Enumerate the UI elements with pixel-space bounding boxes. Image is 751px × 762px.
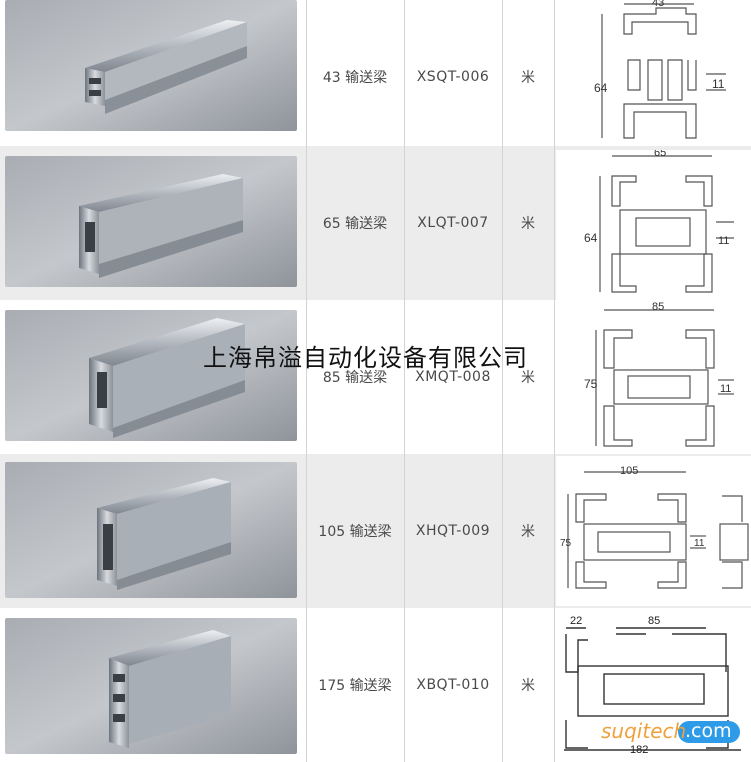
table-row: 175 输送梁 XBQT-010 米 22 85 182 — [0, 608, 751, 762]
product-photo — [5, 0, 297, 131]
product-unit: 米 — [521, 678, 535, 694]
dim-total: 182 — [630, 744, 648, 754]
profile-drawing: 65 64 11 — [556, 147, 751, 300]
site-logo: suqitech .com — [601, 719, 741, 745]
logo-text-left: suqitech — [601, 719, 687, 743]
table-row: 43 输送梁 XSQT-006 米 43 64 11 — [0, 0, 751, 154]
dim-width: 105 — [620, 465, 638, 477]
product-name: 65 输送梁 — [322, 216, 388, 232]
dim-side: 22 — [570, 615, 582, 627]
product-photo — [5, 156, 297, 287]
dim-slot: 11 — [712, 77, 725, 91]
profile-drawing: 43 64 11 — [556, 0, 751, 150]
product-photo — [5, 618, 297, 754]
logo-bubble — [678, 721, 740, 743]
dim-slot: 11 — [694, 538, 705, 549]
product-code: XBQT-010 — [416, 677, 490, 693]
dim-slot: 11 — [720, 383, 731, 395]
dim-slot: 11 — [718, 235, 729, 247]
dim-width: 85 — [652, 302, 664, 313]
product-code: XMQT-008 — [415, 369, 491, 385]
product-name: 105 输送梁 — [318, 524, 392, 540]
product-unit: 米 — [521, 70, 535, 86]
dim-width: 43 — [652, 0, 664, 9]
product-code: XLQT-007 — [417, 215, 489, 231]
dim-height: 64 — [594, 81, 608, 95]
dim-height: 75 — [584, 377, 598, 391]
dim-height: 75 — [560, 538, 572, 549]
profile-drawing: 85 75 11 — [556, 301, 751, 452]
product-name: 85 输送梁 — [322, 370, 388, 386]
product-code: XSQT-006 — [416, 69, 490, 85]
product-name: 175 输送梁 — [318, 678, 392, 694]
profile-drawing: 105 75 11 — [556, 456, 751, 606]
product-photo — [5, 310, 297, 441]
dim-width: 65 — [654, 150, 666, 159]
product-unit: 米 — [521, 216, 535, 232]
table-row: 65 输送梁 XLQT-007 米 65 64 11 — [0, 146, 751, 300]
product-code: XHQT-009 — [415, 523, 491, 539]
dim-width: 85 — [648, 615, 660, 627]
product-unit: 米 — [521, 370, 535, 386]
table-row: 105 输送梁 XHQT-009 米 105 75 11 — [0, 454, 751, 608]
dim-height: 64 — [584, 231, 598, 245]
product-photo — [5, 462, 297, 598]
table-row: 85 输送梁 XMQT-008 米 85 75 11 — [0, 300, 751, 454]
company-watermark: 上海帛溢自动化设备有限公司 — [203, 344, 528, 372]
product-name: 43 输送梁 — [322, 70, 388, 86]
logo-text-right: .com — [685, 720, 732, 742]
product-unit: 米 — [521, 524, 535, 540]
